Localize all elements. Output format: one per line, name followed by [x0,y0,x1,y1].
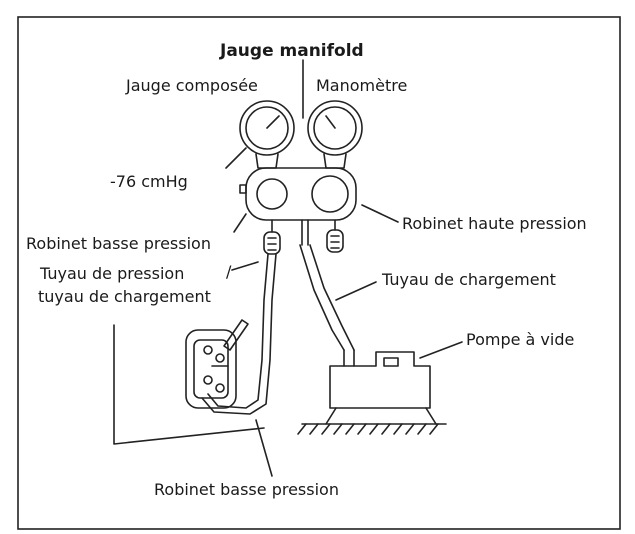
low-valve-top-leader [233,213,247,233]
low-valve-bottom-leader [255,419,273,477]
charge-hose-leader [335,281,377,301]
high-pressure-valve-label: Robinet haute pression [402,214,587,233]
diagram-frame [17,16,621,530]
pressure-gauge-icon [307,100,363,169]
manifold-body [239,167,357,221]
ground-hatching [297,423,447,435]
center-port-icon [301,219,309,246]
pressure-hose-line [201,253,277,415]
pressure-hose-label-line1: Tuyau de pression [40,264,185,283]
low-pressure-valve-bottom-label: Robinet basse pression [154,480,339,499]
diagram-title: Jauge manifold [220,41,364,61]
vacuum-reading-label: -76 cmHg [110,172,188,191]
charge-hose-label: Tuyau de chargement [382,270,556,289]
pressure-hose-label-sep: / [226,262,232,281]
compound-gauge-leader [225,147,247,169]
compound-gauge-label: Jauge composée [126,76,258,95]
pressure-hose-label-line2: tuyau de chargement [38,287,211,306]
pressure-hose-leader [231,261,259,271]
charge-hose-line [299,244,355,351]
vacuum-pump-icon [325,349,437,425]
low-pressure-valve-top-label: Robinet basse pression [26,234,211,253]
pressure-gauge-label: Manomètre [316,76,408,95]
outdoor-unit-outline [113,324,265,445]
vacuum-pump-leader [419,341,463,359]
service-valve-block [185,319,249,409]
compound-gauge-icon [239,100,295,169]
vacuum-pump-label: Pompe à vide [466,330,575,349]
high-valve-leader [361,204,399,223]
high-pressure-knob-icon [326,219,344,253]
low-pressure-knob-icon [263,219,281,255]
